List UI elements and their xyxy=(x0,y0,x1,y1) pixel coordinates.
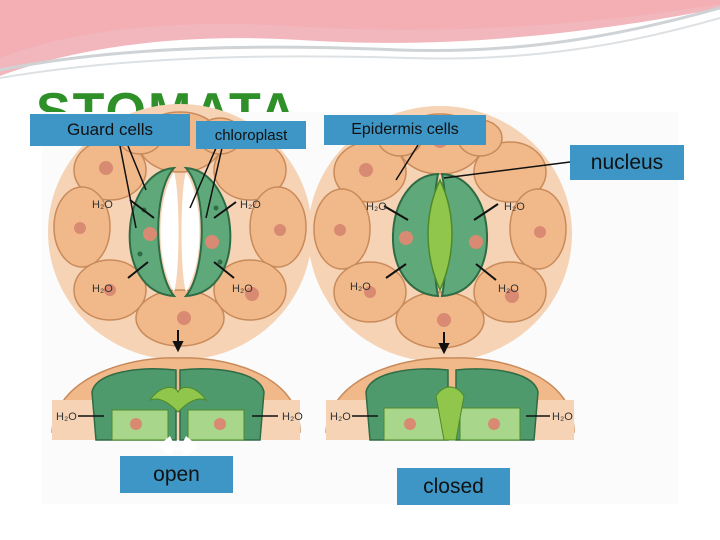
water-label: H₂O xyxy=(92,199,113,211)
water-label: H₂O xyxy=(232,283,253,295)
water-label: H₂O xyxy=(330,411,351,423)
epidermis-cells-label: Epidermis cells xyxy=(324,115,486,145)
nucleus-label: nucleus xyxy=(570,145,684,180)
water-label: H₂O xyxy=(366,201,387,213)
water-label: H₂O xyxy=(504,201,525,213)
water-label: H₂O xyxy=(56,411,77,423)
water-label: H₂O xyxy=(498,283,519,295)
guard-cells-label: Guard cells xyxy=(30,114,190,146)
water-label: H₂O xyxy=(92,283,113,295)
water-label: H₂O xyxy=(282,411,303,423)
closed-label: closed xyxy=(397,468,510,505)
open-label: open xyxy=(120,456,233,493)
water-label: H₂O xyxy=(552,411,573,423)
water-label: H₂O xyxy=(240,199,261,211)
water-label: H₂O xyxy=(350,281,371,293)
chloroplast-label: chloroplast xyxy=(196,121,306,149)
